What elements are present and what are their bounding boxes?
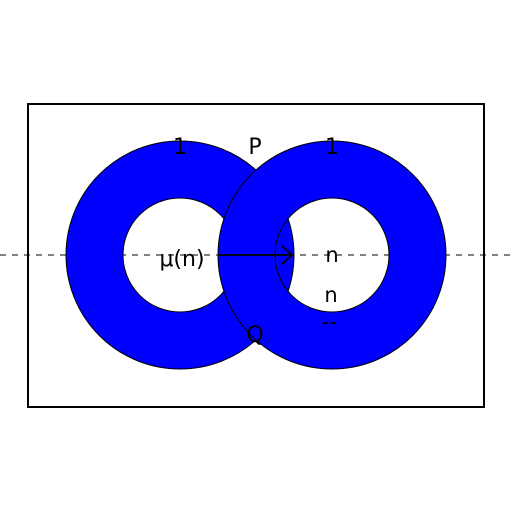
right-ring-lower-bar: -- bbox=[321, 310, 336, 334]
left-ring-top-label: 1 bbox=[173, 135, 187, 160]
diagram-frame bbox=[27, 103, 485, 408]
mapping-label: μ(n) bbox=[159, 247, 204, 272]
right-ring-lower-label: n bbox=[324, 283, 337, 307]
intersection-point-p-label: P bbox=[248, 135, 261, 160]
right-ring-top-label: 1 bbox=[325, 135, 339, 160]
intersection-point-q-label: Q bbox=[246, 323, 263, 348]
right-ring bbox=[217, 140, 447, 370]
mapping-arrow bbox=[218, 245, 294, 265]
right-ring-center-label: n bbox=[325, 243, 338, 267]
